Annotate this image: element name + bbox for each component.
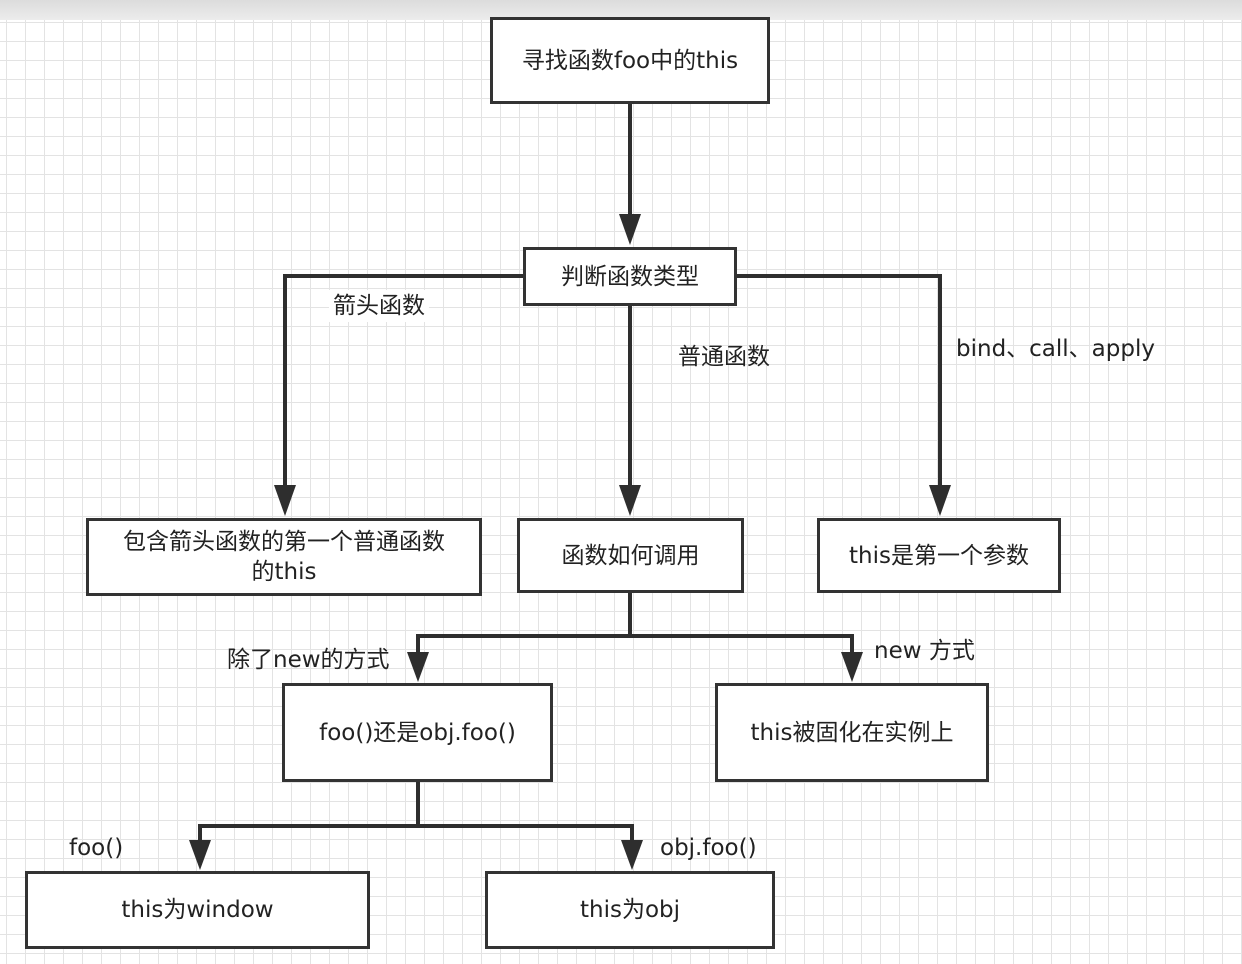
node-arrow-result-line1: 包含箭头函数的第一个普通函数	[123, 529, 445, 555]
node-new-result: this被固化在实例上	[715, 683, 989, 782]
edge-label-foo-call: foo()	[69, 835, 124, 861]
arrowhead-to-new-result	[841, 652, 863, 682]
arrowhead-to-foo-or-obj	[407, 652, 429, 682]
node-call-check: 函数如何调用	[517, 518, 744, 593]
edge-label-arrow-fn: 箭头函数	[329, 290, 429, 322]
edge-label-new-way: new 方式	[874, 638, 975, 664]
node-type-check: 判断函数类型	[523, 247, 737, 306]
edge-type-check-to-arrow-result	[283, 274, 525, 488]
node-foo-or-obj-label: foo()还是obj.foo()	[319, 719, 516, 746]
node-root: 寻找函数foo中的this	[490, 17, 770, 104]
node-bind-result: this是第一个参数	[817, 518, 1061, 593]
arrowhead-to-call-check	[619, 485, 641, 516]
arrowhead-to-bind-result	[929, 485, 951, 516]
node-type-check-label: 判断函数类型	[561, 263, 699, 290]
edge-label-not-new: 除了new的方式	[227, 647, 390, 673]
edge-label-normal-fn: 普通函数	[678, 344, 770, 370]
grid-background	[0, 20, 1242, 964]
node-window-result: this为window	[25, 871, 370, 949]
node-call-check-label: 函数如何调用	[561, 542, 700, 569]
node-obj-result-label: this为obj	[579, 897, 681, 923]
node-bind-result-label: this是第一个参数	[849, 542, 1029, 569]
node-window-result-label: this为window	[121, 897, 274, 923]
edge-call-check-split	[416, 590, 854, 655]
arrowhead-to-arrow-result	[274, 485, 296, 516]
node-obj-result: this为obj	[485, 871, 775, 949]
edge-label-bind-call-apply: bind、call、apply	[956, 336, 1155, 362]
node-new-result-label: this被固化在实例上	[750, 719, 954, 746]
arrowhead-to-type-check	[619, 214, 641, 245]
top-toolbar-strip	[0, 0, 1242, 20]
edge-type-check-to-bind-result	[735, 274, 942, 488]
node-arrow-result-line2: 的this	[251, 559, 317, 585]
arrowhead-to-obj-result	[621, 840, 643, 870]
node-root-label: 寻找函数foo中的this	[521, 47, 739, 74]
arrowhead-to-window-result	[189, 840, 211, 870]
edge-foo-or-obj-split	[198, 779, 634, 843]
edge-label-obj-call: obj.foo()	[660, 835, 757, 861]
node-arrow-result: 包含箭头函数的第一个普通函数 的this	[86, 518, 482, 596]
node-foo-or-obj: foo()还是obj.foo()	[282, 683, 553, 782]
